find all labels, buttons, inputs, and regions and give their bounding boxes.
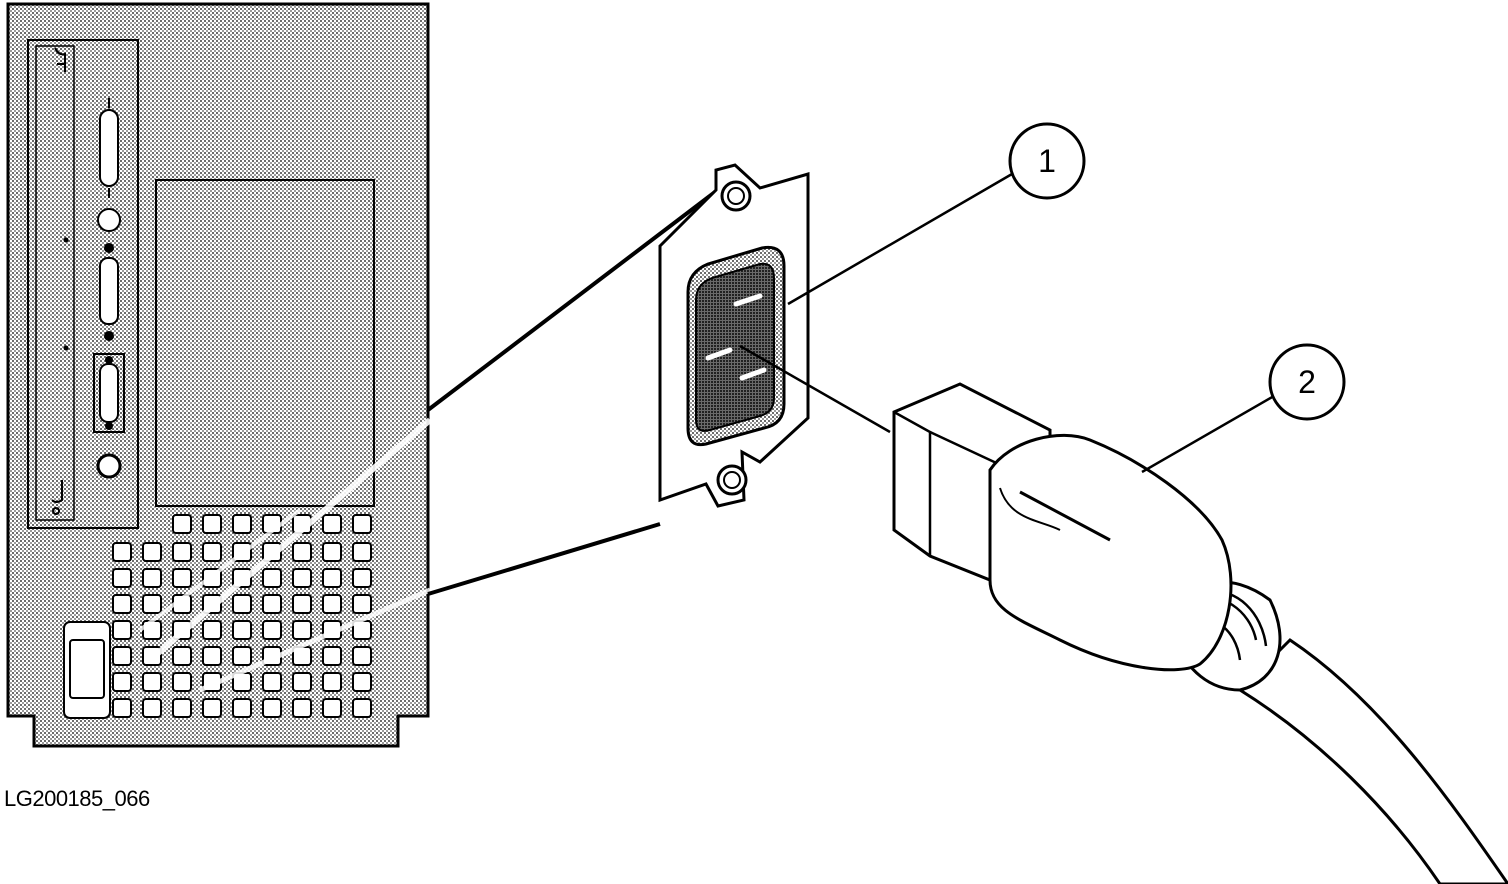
- vent-slot: [352, 594, 372, 614]
- vent-slot: [172, 646, 192, 666]
- vent-slot: [322, 698, 342, 718]
- zoom-line-top: [426, 190, 717, 412]
- leader-line-2: [1141, 394, 1275, 474]
- vent-slot: [352, 568, 372, 588]
- vent-slot: [322, 542, 342, 562]
- vent-slot: [112, 646, 132, 666]
- vent-slot: [112, 542, 132, 562]
- cover-plate: [155, 179, 375, 507]
- vent-slot: [292, 620, 312, 640]
- vent-slot: [262, 594, 282, 614]
- vent-slot: [142, 672, 162, 692]
- leader-line-1: [787, 172, 1013, 306]
- vent-slot: [262, 568, 282, 588]
- vent-slot: [292, 672, 312, 692]
- vent-slot: [322, 594, 342, 614]
- vent-slot: [202, 646, 222, 666]
- serial-port: [99, 257, 119, 325]
- vent-slot: [352, 646, 372, 666]
- vent-slot: [322, 646, 342, 666]
- vent-slot: [232, 620, 252, 640]
- vent-slot: [172, 514, 192, 534]
- vent-slot: [292, 698, 312, 718]
- vent-slot: [142, 542, 162, 562]
- callout-1-label: 1: [1038, 143, 1056, 179]
- vent-slot: [142, 568, 162, 588]
- rear-panel: [6, 2, 432, 748]
- vent-slot: [172, 698, 192, 718]
- vent-slot: [322, 672, 342, 692]
- vent-slot: [172, 672, 192, 692]
- vent-slot: [352, 698, 372, 718]
- vent-slot: [292, 542, 312, 562]
- round-connector: [97, 208, 121, 232]
- callout-1: 1: [1008, 122, 1086, 200]
- zoom-line-bottom: [427, 522, 661, 596]
- vent-slot: [262, 620, 282, 640]
- vent-slot: [202, 620, 222, 640]
- vent-slot: [232, 594, 252, 614]
- figure-id-label: LG200185_066: [4, 786, 150, 811]
- callout-2: 2: [1268, 343, 1346, 421]
- vent-slot: [112, 568, 132, 588]
- vent-slot: [322, 514, 342, 534]
- vent-slot: [172, 542, 192, 562]
- vent-slot: [232, 646, 252, 666]
- power-cord-plug: [892, 382, 1508, 884]
- vent-slot: [142, 698, 162, 718]
- vent-slot: [352, 514, 372, 534]
- callout-2-label: 2: [1298, 364, 1316, 400]
- vent-slot: [262, 672, 282, 692]
- vent-slot: [322, 568, 342, 588]
- vent-slot: [172, 568, 192, 588]
- parallel-port: [99, 98, 119, 198]
- vent-slot: [202, 514, 222, 534]
- audio-jack: [96, 453, 122, 479]
- vent-slot: [352, 542, 372, 562]
- vent-slot: [142, 594, 162, 614]
- vent-slot: [112, 620, 132, 640]
- vent-slot: [262, 698, 282, 718]
- vent-slot: [202, 542, 222, 562]
- power-inlet-receptacle: [658, 163, 810, 508]
- leader-line-plug-to-socket: [739, 344, 891, 434]
- power-switch: [63, 621, 111, 719]
- io-bracket: [27, 39, 139, 529]
- vent-slot: [292, 568, 312, 588]
- vent-slot: [202, 698, 222, 718]
- vent-slot: [232, 514, 252, 534]
- vent-slot: [292, 594, 312, 614]
- vent-slot: [232, 698, 252, 718]
- vent-slot: [352, 672, 372, 692]
- video-port: [93, 353, 125, 433]
- vent-slot: [112, 594, 132, 614]
- vent-slot: [112, 698, 132, 718]
- vent-slot: [112, 672, 132, 692]
